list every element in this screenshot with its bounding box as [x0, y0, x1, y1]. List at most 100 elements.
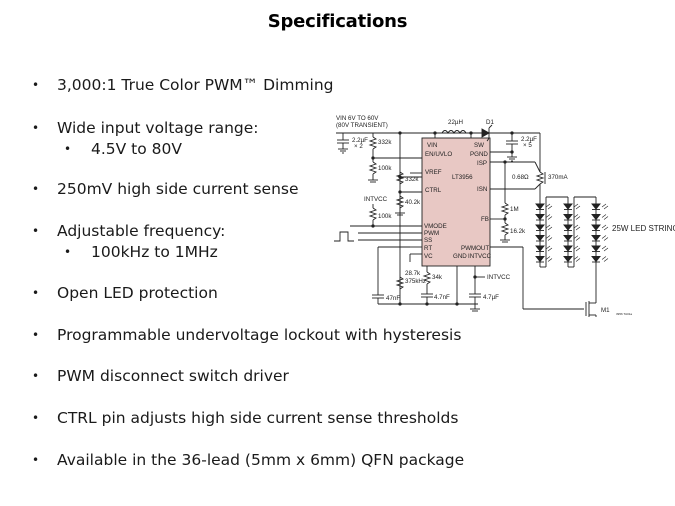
bullet-dot: •	[32, 369, 40, 383]
cap-in-mult: × 2	[354, 143, 363, 150]
cap-out-mult: × 5	[523, 142, 532, 149]
sub-bullet-item: •4.5V to 80V	[64, 140, 182, 158]
pin-pwmout: PWMOUT	[461, 245, 489, 252]
led-icon	[591, 256, 601, 263]
resistor-100k-a	[368, 158, 378, 183]
bullet-item: •250mV high side current sense	[32, 180, 299, 198]
bullet-item: •CTRL pin adjusts high side current sens…	[32, 409, 459, 427]
r-vc-label: 34k	[432, 274, 443, 281]
pin-vc: VC	[424, 253, 433, 260]
pwm-pulse-icon	[334, 231, 354, 242]
r100k-a-label: 100k	[378, 165, 392, 172]
led-string-label: 25W LED STRING	[612, 224, 675, 233]
resistor-332k-a	[368, 133, 378, 158]
led-icon	[563, 235, 573, 242]
r332k-b-label: 332k	[405, 176, 419, 183]
pin-vin: VIN	[427, 142, 437, 149]
resistor-40k2	[395, 195, 405, 216]
bullet-item: •Programmable undervoltage lockout with …	[32, 326, 462, 344]
pin-en-uvlo: EN/UVLO	[425, 151, 452, 158]
led-icon	[563, 224, 573, 231]
pin-vref: VREF	[425, 169, 442, 176]
footnote: 3956 TA01a	[616, 312, 632, 316]
sub-bullet-item: •100kHz to 1MHz	[64, 243, 218, 261]
led-icon	[535, 245, 545, 252]
cap-ss-label: 47nF	[386, 295, 400, 302]
sense-current-label: 370mA	[548, 174, 568, 181]
bullet-dot: •	[32, 411, 40, 425]
pin-sw: SW	[474, 142, 484, 149]
cap-out-label: 2.2µF	[521, 136, 537, 143]
bullet-item: •Wide input voltage range:	[32, 119, 259, 137]
led-strings	[535, 184, 609, 293]
r100k-b-label: 100k	[378, 213, 392, 220]
intvcc-label: INTVCC	[364, 196, 388, 203]
led-icon	[591, 245, 601, 252]
input-capacitor	[337, 133, 349, 154]
pin-intvcc: INTVCC	[468, 253, 492, 260]
diode-label: D1	[486, 119, 494, 126]
led-icon	[591, 203, 601, 210]
led-icon	[563, 214, 573, 221]
page-title: Specifications	[267, 11, 408, 32]
pin-rt: RT	[424, 245, 432, 252]
bullet-dot: •	[32, 78, 40, 92]
resistor-sense	[535, 171, 546, 185]
freq-label: 375kHz	[405, 278, 426, 285]
bullet-dot: •	[64, 142, 72, 156]
r16k2-label: 16.2k	[510, 228, 526, 235]
inductor-label: 22µH	[448, 119, 463, 126]
cap-intvcc-label: 4.7µF	[483, 294, 499, 301]
pin-ctrl: CTRL	[425, 187, 442, 194]
pin-pgnd: PGND	[470, 151, 488, 158]
intvcc-out-label: INTVCC	[487, 274, 511, 281]
ic-right-pins: SW PGND ISP ISN FB PWMOUT GND INTVCC	[453, 142, 492, 260]
resistor-100k-b	[368, 204, 378, 226]
pin-gnd: GND	[453, 253, 467, 260]
bullet-dot: •	[32, 286, 40, 300]
inductor-22uh	[441, 130, 467, 134]
led-icon	[563, 245, 573, 252]
bullet-item: •Open LED protection	[32, 284, 218, 302]
led-icon	[535, 224, 545, 231]
bullet-item: •3,000:1 True Color PWM™ Dimming	[32, 76, 334, 94]
resistor-16k2	[500, 222, 510, 236]
r1m-label: 1M	[510, 206, 519, 213]
cap-in-label: 2.2µF	[352, 137, 368, 144]
led-icon	[535, 256, 545, 263]
bullet-dot: •	[32, 182, 40, 196]
resistor-1m	[500, 202, 510, 216]
led-icon	[591, 214, 601, 221]
ic-name: LT3956	[452, 174, 473, 181]
bullet-dot: •	[32, 121, 40, 135]
bullet-item: •PWM disconnect switch driver	[32, 367, 289, 385]
diode-d1	[481, 124, 493, 142]
bullet-dot: •	[32, 224, 40, 238]
led-icon	[591, 235, 601, 242]
vin-note: (80V TRANSIENT)	[336, 122, 388, 129]
r-sense-label: 0.68Ω	[512, 174, 529, 181]
led-icon	[563, 256, 573, 263]
mosfet-label: M1	[601, 307, 610, 314]
pin-pwm: PWM	[424, 230, 439, 237]
resistor-rt	[395, 276, 405, 290]
led-icon	[591, 224, 601, 231]
ic-left-pins: VIN EN/UVLO VREF CTRL VMODE PWM SS RT VC	[424, 142, 452, 260]
led-icon	[535, 235, 545, 242]
r332k-a-label: 332k	[378, 139, 392, 146]
pin-vmode: VMODE	[424, 223, 447, 230]
bullet-item: •Adjustable frequency:	[32, 222, 226, 240]
lt3956-ic	[421, 137, 491, 267]
pin-isp: ISP	[477, 160, 487, 167]
r-rt-label: 28.7k	[405, 270, 421, 277]
pin-ss: SS	[424, 237, 432, 244]
cap-vc-label: 4.7nF	[434, 294, 450, 301]
pin-isn: ISN	[477, 186, 487, 193]
lt3956-schematic: VIN 6V TO 60V (80V TRANSIENT) 2.2µF × 2 …	[334, 115, 632, 317]
resistor-vc	[422, 271, 432, 285]
mosfet-m1	[585, 297, 597, 317]
led-icon	[535, 214, 545, 221]
r40k2-label: 40.2k	[405, 199, 421, 206]
bullet-dot: •	[64, 245, 72, 259]
bullet-dot: •	[32, 328, 40, 342]
